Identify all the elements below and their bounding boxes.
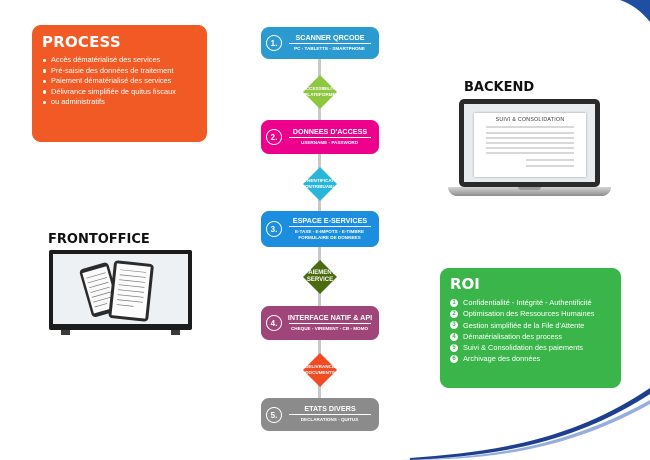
roi-item-text: Confidentialité - Intégrité - Authentifi…	[463, 298, 592, 307]
tv-monitor	[49, 250, 192, 330]
process-item: Pré-saisie des données de traitement	[42, 66, 197, 77]
flow-step-3: 3. ESPACE E-SERVICES E-TAXE - E-IMPOTS -…	[261, 211, 379, 247]
process-card: PROCESS Accès dématérialisé des services…	[32, 25, 207, 142]
decision-label: PAIEMENT	[304, 270, 336, 276]
flow-step-1: 1. SCANNER QRCODE PC - TABLETTE - SMARTP…	[261, 27, 379, 59]
roi-number-badge: 3	[450, 321, 458, 330]
step-subtitle: DECLARATIONS - QUITUS	[300, 417, 359, 422]
process-item: Accès dématérialisé des services	[42, 55, 197, 66]
frontoffice-title: FRONTOFFICE	[48, 232, 150, 247]
step-divider	[289, 43, 371, 44]
step-title: DONNEES D'ACCESS	[292, 127, 368, 136]
roi-list: 1 Confidentialité - Intégrité - Authentif…	[450, 297, 611, 365]
roi-item: 6 Archivage des données	[450, 353, 611, 364]
roi-item-text: Archivage des données	[463, 354, 541, 364]
flow-step-5: 5. ETATS DIVERS DECLARATIONS - QUITUS	[261, 398, 379, 431]
step-number: 5.	[266, 407, 282, 423]
roi-number-badge: 1	[450, 298, 458, 307]
decision-accessibilite: ACCESSIBILITE PLATEFORME	[284, 75, 356, 109]
document-title: SUIVI & CONSOLIDATION	[495, 117, 565, 123]
roi-number-badge: 6	[450, 355, 458, 364]
step-divider	[289, 323, 371, 324]
roi-number-badge: 5	[450, 343, 458, 352]
document-page: SUIVI & CONSOLIDATION	[474, 113, 586, 177]
roi-item: 3 Gestion simplifiée de la File d'Attente	[450, 320, 611, 331]
process-title: PROCESS	[42, 33, 121, 51]
tablet-phone-icon	[79, 260, 154, 322]
flow-step-4: 4. INTERFACE NATIF & API CHEQUE - VIREME…	[261, 306, 379, 340]
tv-stand-right	[171, 330, 180, 335]
diamond-shape	[303, 167, 337, 201]
step-number: 3.	[266, 221, 282, 237]
decision-label: ACCESSIBILITE	[302, 86, 338, 91]
tv-screen	[53, 254, 188, 324]
step-subtitle: PC - TABLETTE - SMARTPHONE	[294, 46, 365, 51]
step-title: INTERFACE NATIF & API	[287, 313, 373, 322]
roi-item-text: Optimisation des Ressources Humaines	[463, 309, 595, 319]
laptop-display: SUIVI & CONSOLIDATION	[464, 104, 595, 182]
decision-label: DELIVRANCE	[305, 364, 335, 369]
decision-label: PLATEFORME	[304, 92, 336, 97]
process-item-continuation: ou administratifs	[42, 97, 197, 108]
step-title: ESPACE E-SERVICES	[292, 216, 368, 225]
step-divider	[289, 414, 371, 415]
roi-number-badge: 4	[450, 332, 458, 341]
roi-title: ROI	[450, 275, 480, 293]
step-number: 2.	[266, 129, 282, 145]
roi-item-text: Gestion simplifiée de la File d'Attente	[463, 320, 585, 330]
process-item: Délivrance simplifiée de quitus fiscaux	[42, 87, 197, 98]
laptop-screen: SUIVI & CONSOLIDATION	[459, 99, 600, 187]
step-title: SCANNER QRCODE	[295, 33, 365, 42]
roi-item: 4 Dématérialisation des process	[450, 331, 611, 342]
step-subtitle: FORMULAIRE DE DONNEES	[298, 235, 361, 240]
decision-label: AUTHENTIFICATION	[297, 178, 343, 183]
roi-number-badge: 2	[450, 309, 458, 318]
roi-item-text: Suivi & Consolidation des paiements	[463, 343, 583, 353]
decision-label: DOCUMENTS	[305, 370, 335, 375]
flow-step-2: 2. DONNEES D'ACCESS USERNAME - PASSWORD	[261, 120, 379, 154]
diamond-shape	[303, 75, 337, 109]
roi-item: 5 Suivi & Consolidation des paiements	[450, 342, 611, 353]
corner-decoration-top	[620, 0, 650, 22]
roi-item-text: Dématérialisation des process	[463, 331, 562, 341]
process-item: Paiement dématérialisé des services	[42, 76, 197, 87]
backend-title: BACKEND	[464, 80, 535, 95]
tv-stand-left	[61, 330, 70, 335]
roi-card: ROI 1 Confidentialité - Intégrité - Authe…	[440, 268, 621, 388]
step-number: 4.	[266, 315, 282, 331]
decision-label: CONTRIBUABLE	[301, 184, 339, 189]
diamond-shape	[303, 260, 337, 294]
diamond-shape	[303, 353, 337, 387]
step-subtitle: USERNAME - PASSWORD	[300, 140, 359, 145]
corner-wave-decoration	[400, 388, 650, 460]
decision-authentification: AUTHENTIFICATION CONTRIBUABLE	[284, 167, 356, 201]
roi-item: 2 Optimisation des Ressources Humaines	[450, 308, 611, 319]
step-divider	[289, 137, 371, 138]
step-number: 1.	[266, 35, 282, 51]
laptop-base	[448, 187, 611, 196]
decision-paiement: PAIEMENT SERVICE	[284, 260, 356, 294]
roi-item: 1 Confidentialité - Intégrité - Authentif…	[450, 297, 611, 308]
step-subtitle: E-TAXE - E-IMPOTS - E-TIMBRE	[294, 229, 365, 234]
step-title: ETATS DIVERS	[304, 404, 356, 413]
document-lines-icon	[486, 126, 574, 167]
step-subtitle: CHEQUE - VIREMENT - CB - MOMO	[290, 326, 369, 331]
process-list: Accès dématérialisé des services Pré-sai…	[42, 55, 197, 108]
decision-delivrance: DELIVRANCE DOCUMENTS	[284, 353, 356, 387]
decision-label: SERVICE	[306, 277, 334, 283]
laptop-notch	[518, 187, 541, 190]
step-divider	[289, 226, 371, 227]
